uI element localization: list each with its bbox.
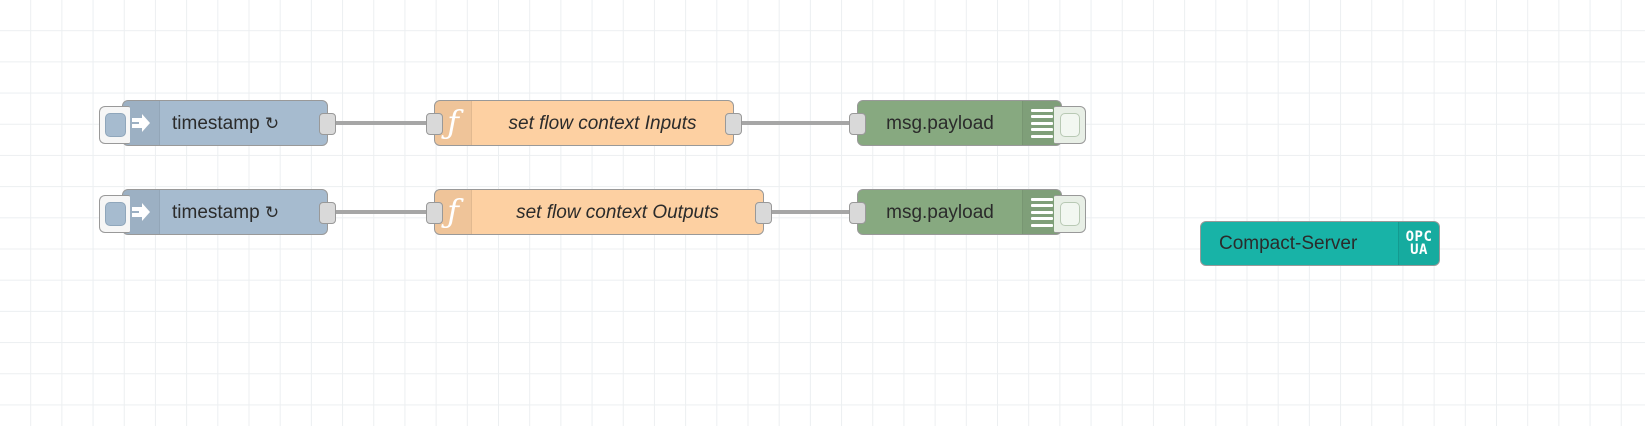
port-output-inject-row1[interactable] (319, 113, 336, 135)
debug-line-4 (1031, 217, 1053, 220)
function-glyph-row2: ƒ (447, 191, 459, 230)
inject-label-row2: timestamp ↻ (160, 203, 327, 222)
inject-repeat-icon-row2: ↻ (264, 202, 280, 222)
debug-label-row2: msg.payload (886, 201, 994, 223)
wire-inject-to-function-row1[interactable] (330, 121, 434, 125)
function-f-icon: ƒ (435, 190, 472, 234)
opc-ua-icon-line1: OPC (1405, 228, 1433, 245)
debug-toggle-inner-row1 (1059, 113, 1080, 137)
port-input-function-row1[interactable] (426, 113, 443, 135)
debug-line-3 (1031, 210, 1053, 214)
debug-line-2 (1031, 115, 1053, 118)
wire-function-to-debug-row1[interactable] (733, 121, 858, 125)
debug-line-5 (1031, 223, 1053, 227)
debug-line-1 (1031, 197, 1053, 201)
port-input-function-row2[interactable] (426, 202, 443, 224)
debug-enable-toggle-row1[interactable] (1054, 106, 1086, 144)
inject-trigger-button-row2[interactable] (99, 195, 130, 233)
debug-line-5 (1031, 134, 1053, 138)
inject-button-inner-row2 (104, 202, 126, 226)
debug-line-1 (1031, 108, 1053, 112)
node-inject-row1[interactable]: timestamp ↻ (99, 100, 336, 146)
opc-ua-icon-line2: UA (1410, 241, 1428, 258)
function-label-row2: set flow context Outputs (516, 201, 719, 223)
wire-function-to-debug-row2[interactable] (763, 210, 858, 214)
node-inject-row2[interactable]: timestamp ↻ (99, 189, 336, 235)
opc-ua-icon: OPC UA (1398, 222, 1439, 265)
inject-repeat-icon-row1: ↻ (264, 113, 280, 133)
node-function-row1[interactable]: ƒ set flow context Inputs (426, 100, 742, 146)
inject-label-row1: timestamp ↻ (160, 114, 327, 133)
debug-line-3 (1031, 121, 1053, 125)
debug-label-row1: msg.payload (886, 112, 994, 134)
opcua-label: Compact-Server (1219, 233, 1358, 254)
port-output-function-row1[interactable] (725, 113, 742, 135)
inject-trigger-button-row1[interactable] (99, 106, 130, 144)
wire-inject-to-function-row2[interactable] (330, 210, 434, 214)
node-function-row2[interactable]: ƒ set flow context Outputs (426, 189, 772, 235)
port-output-function-row2[interactable] (755, 202, 772, 224)
port-output-inject-row2[interactable] (319, 202, 336, 224)
inject-button-inner-row1 (104, 113, 126, 137)
debug-line-4 (1031, 128, 1053, 131)
function-glyph-row1: ƒ (447, 102, 459, 141)
node-opcua-compact-server[interactable]: Compact-Server OPC UA (1200, 221, 1440, 266)
debug-line-2 (1031, 204, 1053, 207)
node-debug-row2[interactable]: msg.payload (849, 189, 1086, 235)
function-label-row1: set flow context Inputs (508, 112, 697, 134)
port-input-debug-row1[interactable] (849, 113, 866, 135)
inject-label-text-row1: timestamp (172, 112, 260, 134)
debug-toggle-inner-row2 (1059, 202, 1080, 226)
node-debug-row1[interactable]: msg.payload (849, 100, 1086, 146)
debug-enable-toggle-row2[interactable] (1054, 195, 1086, 233)
port-input-debug-row2[interactable] (849, 202, 866, 224)
inject-label-text-row2: timestamp (172, 201, 260, 223)
